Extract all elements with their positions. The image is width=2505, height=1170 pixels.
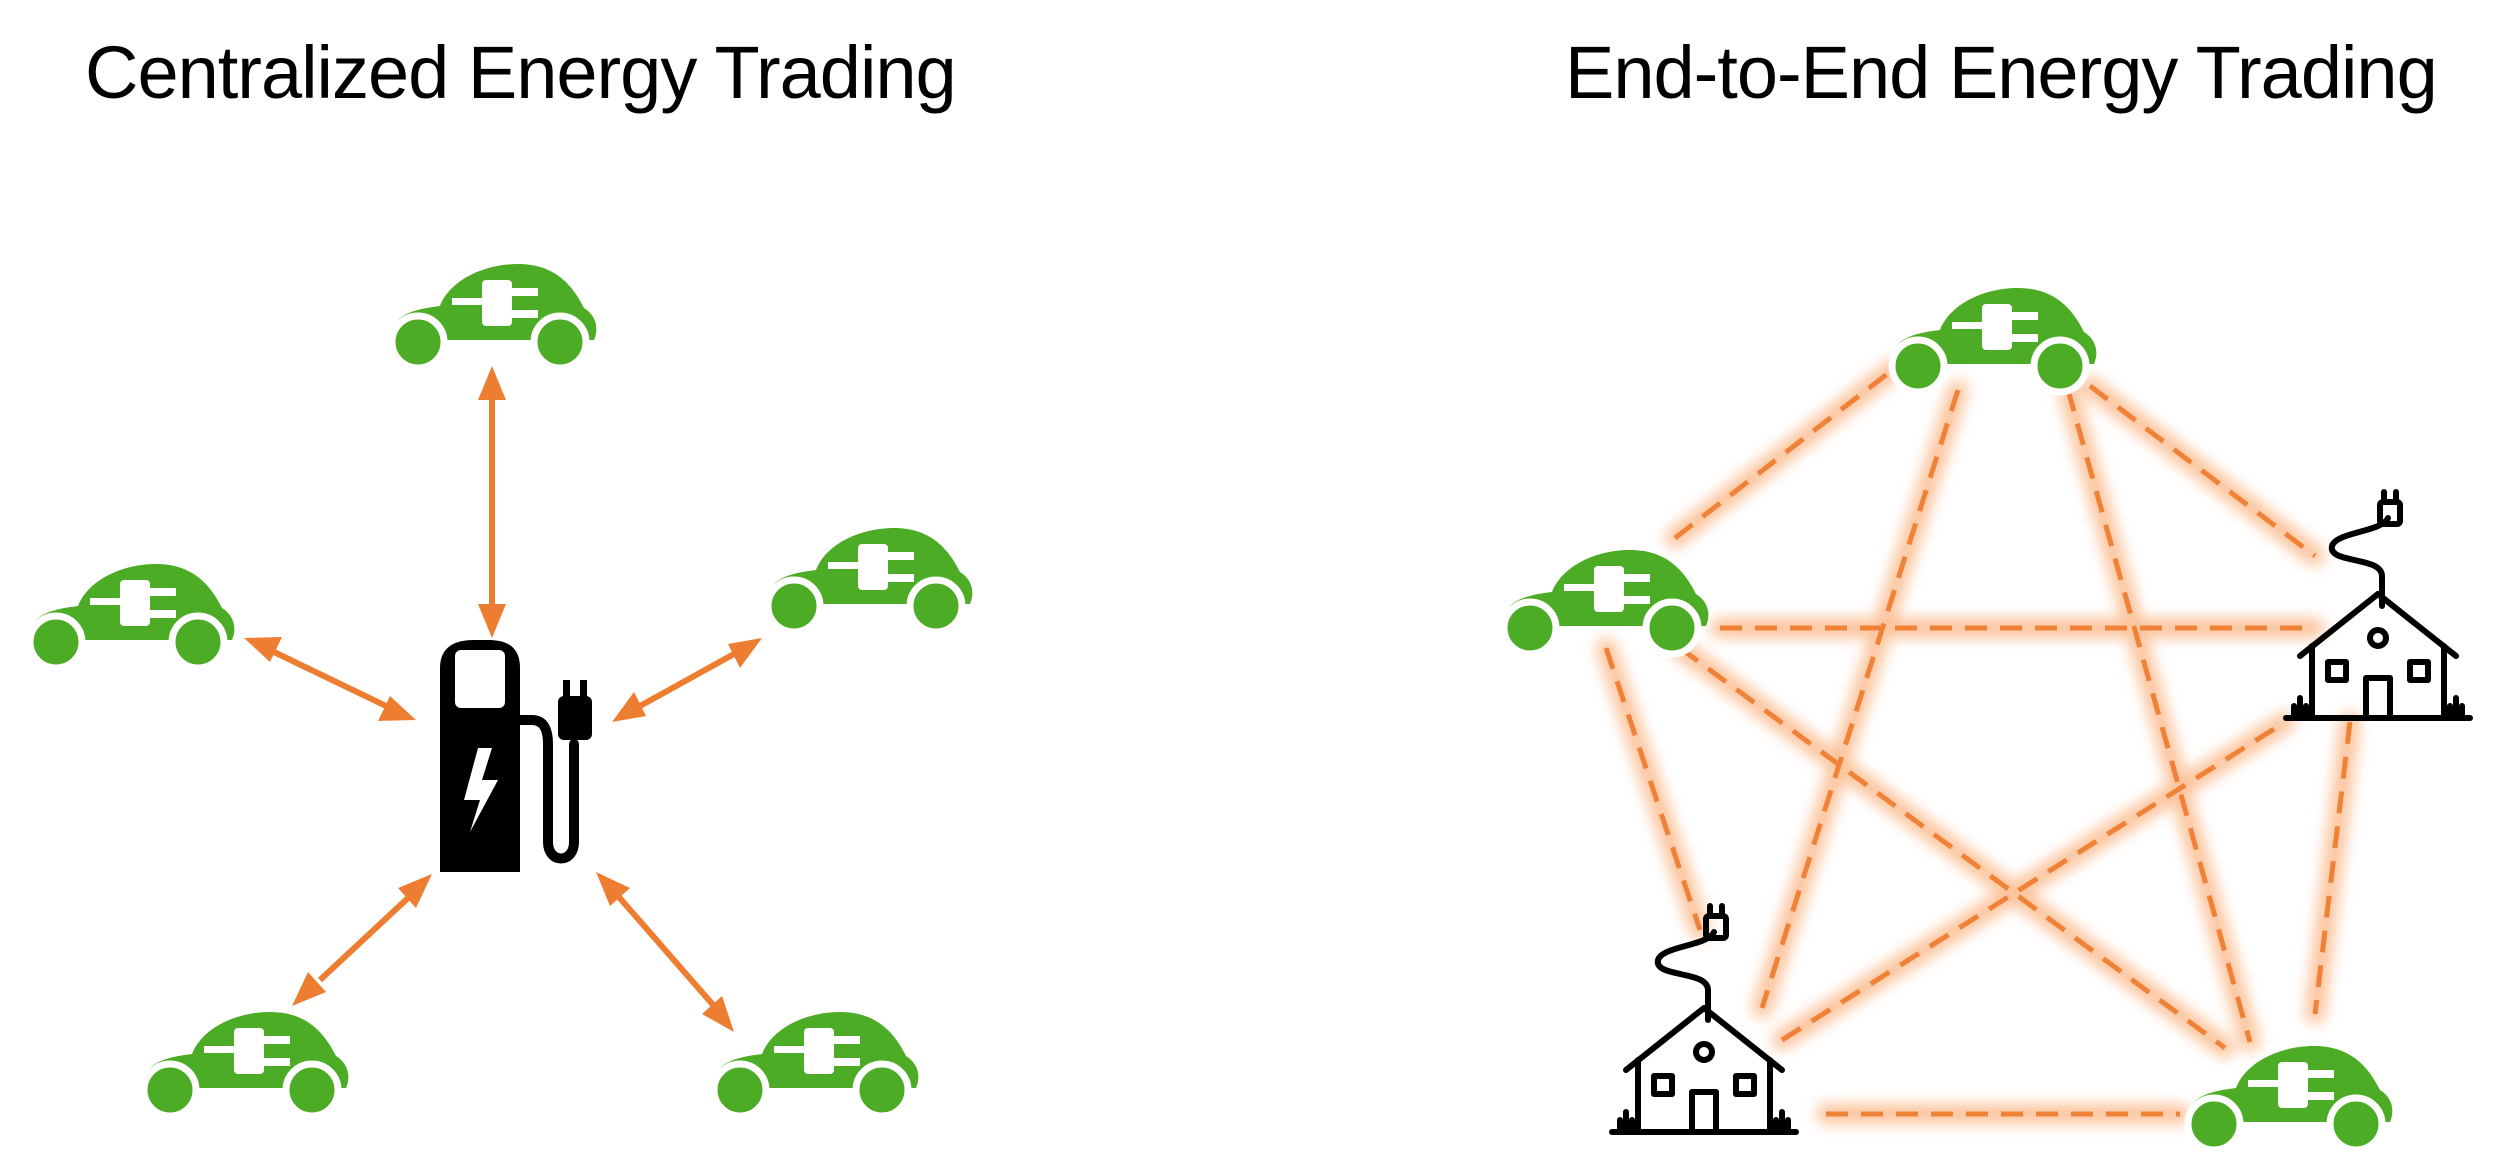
car-left-left-panel xyxy=(30,564,234,668)
end-to-end-panel-title: End-to-End Energy Trading xyxy=(1565,31,2438,114)
link-car-left-to-car-top xyxy=(1673,366,1897,540)
peer-links xyxy=(1603,366,2353,1117)
electric-car-icon xyxy=(144,1012,348,1116)
arrow-hub-to-car-right xyxy=(612,638,762,722)
car-right-left-panel xyxy=(768,528,972,632)
electric-car-icon xyxy=(2188,1046,2392,1150)
electric-car-icon xyxy=(1892,288,2096,392)
link-car-top-to-house-bottom xyxy=(1759,389,1961,1009)
arrow-hub-to-car-left xyxy=(244,637,416,721)
link-car-left-to-house-bottom xyxy=(1603,647,1703,931)
electric-car-icon xyxy=(714,1012,918,1116)
link-car-top-to-car-bottom xyxy=(2065,389,2253,1043)
link-house-bottom-to-house-right xyxy=(1780,719,2287,1043)
link-house-right-to-car-bottom xyxy=(2312,721,2353,1015)
house-with-plug-icon-right xyxy=(2286,492,2470,718)
arrow-hub-to-car-bottom-left xyxy=(292,874,432,1006)
electric-car-icon xyxy=(30,564,234,668)
car-bottom-left-left-panel xyxy=(144,1012,348,1116)
centralized-panel-title: Centralized Energy Trading xyxy=(85,31,957,114)
car-bottom-right-panel xyxy=(2188,1046,2392,1150)
house-with-plug-icon-bottom xyxy=(1612,906,1796,1132)
arrow-hub-to-car-bottom-right xyxy=(596,872,734,1032)
centralized-arrows xyxy=(244,366,762,1032)
ev-charging-station-icon xyxy=(440,640,592,872)
car-top-left-panel xyxy=(392,264,596,368)
car-top-right-panel xyxy=(1892,288,2096,392)
link-car-left-to-car-bottom xyxy=(1678,645,2227,1051)
electric-car-icon xyxy=(768,528,972,632)
link-car-top-to-house-right xyxy=(2088,384,2317,558)
arrow-hub-to-car-top xyxy=(478,366,506,638)
car-bottom-right-left-panel xyxy=(714,1012,918,1116)
electric-car-icon xyxy=(392,264,596,368)
